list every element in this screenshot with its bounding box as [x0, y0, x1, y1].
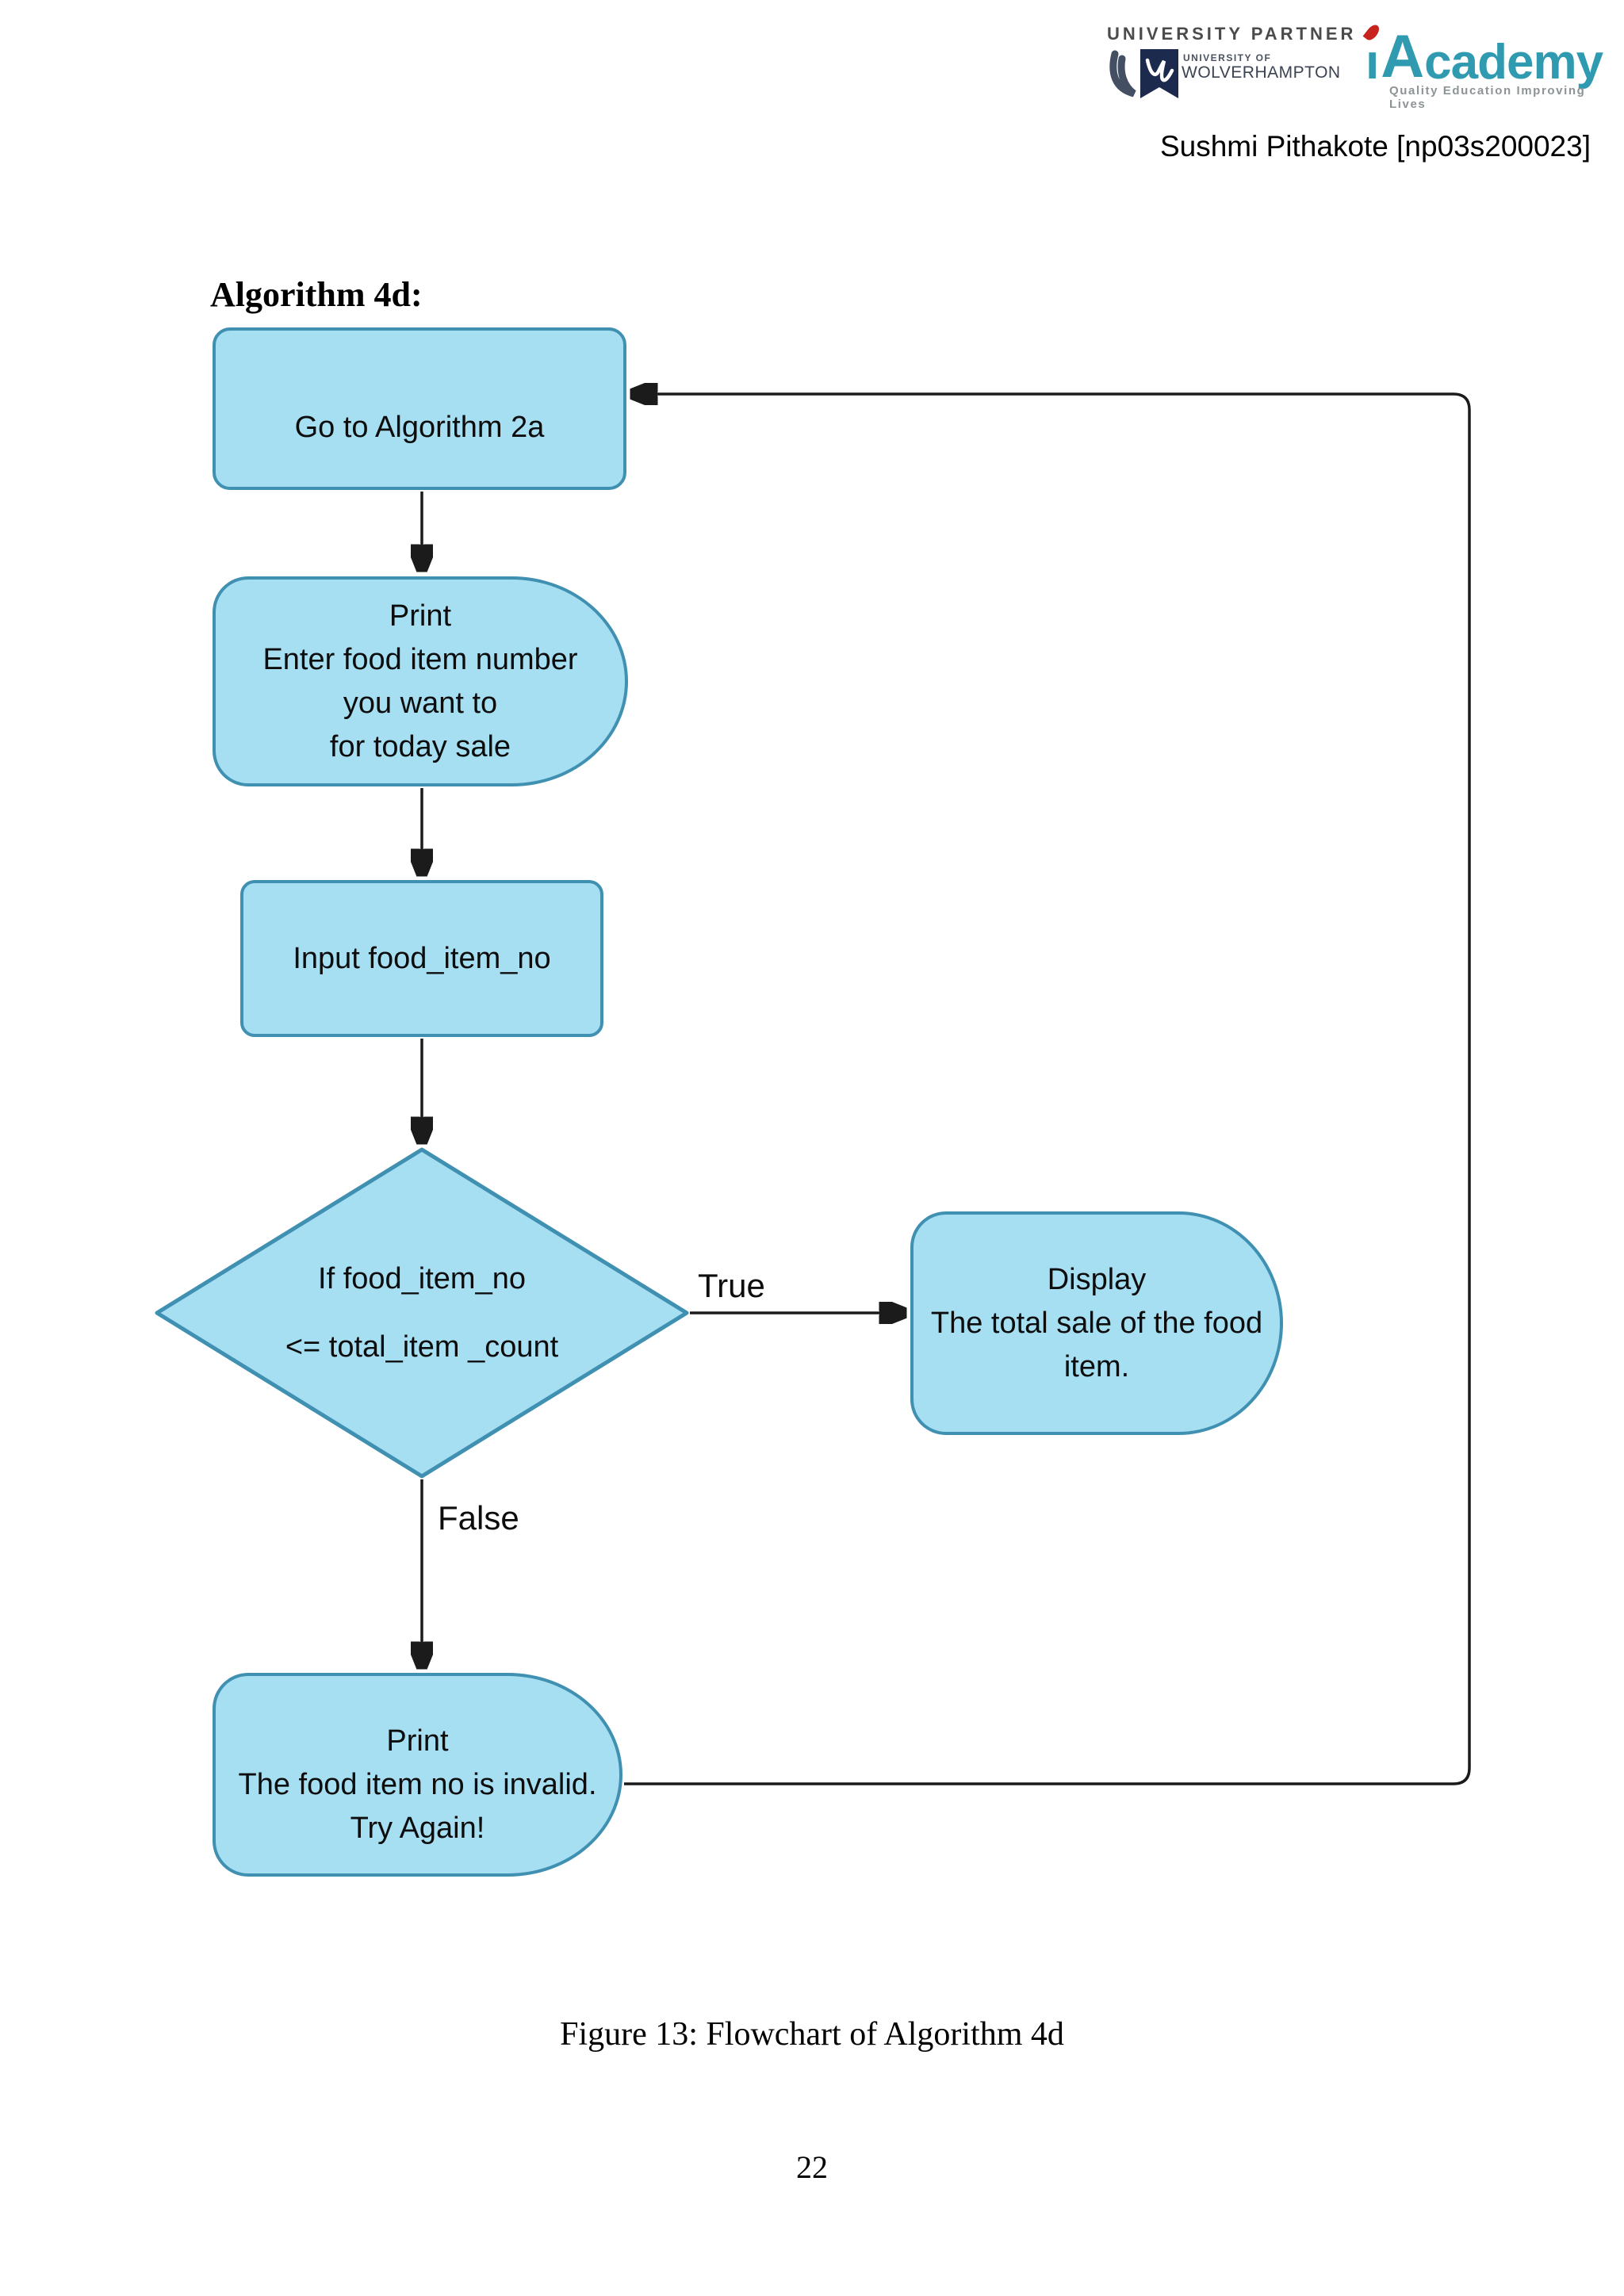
- wolverhampton-swoosh-icon: [1109, 50, 1136, 98]
- node-input: Input food_item_no: [240, 880, 603, 1037]
- node-text-line: item.: [1063, 1349, 1130, 1383]
- university-partner-label: UNIVERSITY PARTNER: [1107, 24, 1357, 44]
- page-number: 22: [796, 2149, 828, 2185]
- iacademy-logo: ı A cademy: [1362, 22, 1603, 90]
- student-name: Sushmi Pithakote [np03s200023]: [1159, 130, 1591, 163]
- node-print-prompt: Print Enter food item number you want to…: [213, 576, 628, 786]
- node-print-invalid: Print The food item no is invalid. Try A…: [213, 1673, 622, 1877]
- node-text-line: Enter food item number: [262, 642, 578, 676]
- node-text-line: Try Again!: [350, 1812, 485, 1845]
- wolverhampton-logo-line1: UNIVERSITY OF: [1183, 52, 1272, 63]
- figure-caption: Figure 13: Flowchart of Algorithm 4d: [560, 2016, 1064, 2053]
- node-text-line: Input food_item_no: [293, 941, 551, 975]
- node-start: Go to Algorithm 2a: [213, 327, 626, 490]
- node-text-line: Print: [386, 1724, 449, 1758]
- iacademy-logo-i: ı: [1362, 22, 1382, 87]
- branch-label-true: True: [698, 1267, 765, 1304]
- wolverhampton-shield-icon: [1140, 49, 1178, 98]
- node-text-line: Go to Algorithm 2a: [294, 411, 545, 444]
- node-text-line: The food item no is invalid.: [238, 1768, 597, 1801]
- branch-label-false: False: [438, 1499, 519, 1536]
- page-title: Algorithm 4d:: [210, 275, 423, 314]
- node-text-line: <= total_item _count: [285, 1330, 559, 1364]
- decision-diamond-shape: [155, 1147, 689, 1479]
- node-text-line: The total sale of the food: [930, 1306, 1263, 1340]
- node-text-line: for today sale: [329, 729, 511, 763]
- node-text-line: Print: [389, 599, 452, 633]
- node-decision: If food_item_no <= total_item _count: [151, 1143, 693, 1483]
- node-display: Display The total sale of the food item.: [910, 1211, 1283, 1435]
- connector-loop-back-to-start: [624, 394, 1471, 1785]
- wolverhampton-logo-line2: WOLVERHAMPTON: [1182, 63, 1341, 82]
- node-text-line: If food_item_no: [318, 1262, 526, 1295]
- iacademy-tagline: Quality Education Improving Lives: [1389, 84, 1586, 111]
- iacademy-logo-a: A: [1381, 23, 1425, 90]
- iacademy-logo-rest: cademy: [1424, 35, 1603, 90]
- node-text-line: you want to: [343, 686, 498, 720]
- node-text-line: Display: [1047, 1262, 1147, 1296]
